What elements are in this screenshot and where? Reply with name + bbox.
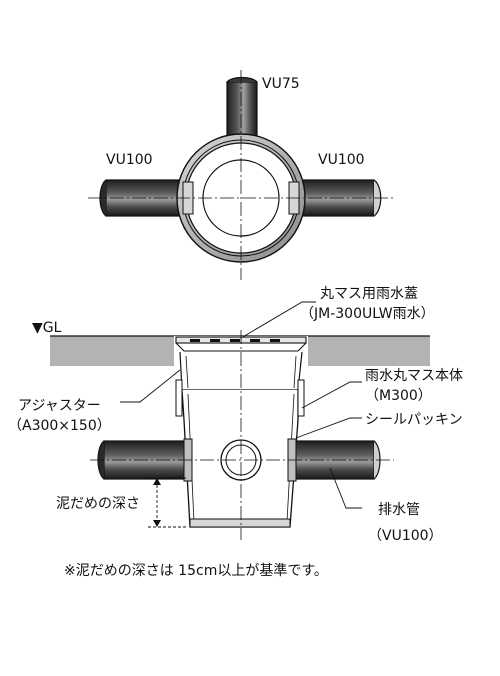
label-body-name: 雨水丸マス本体 [365,368,463,384]
ground-level-label: ▼GL [32,320,62,336]
label-adjuster-name: アジャスター [18,398,101,414]
label-drain-pipe: 排水管 [378,502,420,518]
label-adjuster-model: （A300×150） [8,418,111,434]
section-centerlines [90,330,394,540]
footnote: ※泥だめの深さは 15cm以上が基準です。 [64,562,328,579]
label-seal: シールパッキン [365,412,463,428]
label-lid-model: （JM-300ULW雨水） [300,306,435,322]
label-body-model: （M300） [365,388,432,404]
label-vu100-left: VU100 [106,152,153,168]
top-centerlines [88,70,396,280]
label-sludge-depth: 泥だめの深さ [56,496,140,512]
label-vu75: VU75 [262,76,300,92]
section-view: ▼GL [8,286,463,544]
label-lid-name: 丸マス用雨水蓋 [320,286,418,302]
label-vu100-right: VU100 [318,152,365,168]
label-drain-pipe-model: （VU100） [368,528,443,544]
sludge-depth-dimension [148,477,188,528]
leader-lines [120,301,362,509]
top-view: VU75 VU100 VU100 [88,70,396,280]
